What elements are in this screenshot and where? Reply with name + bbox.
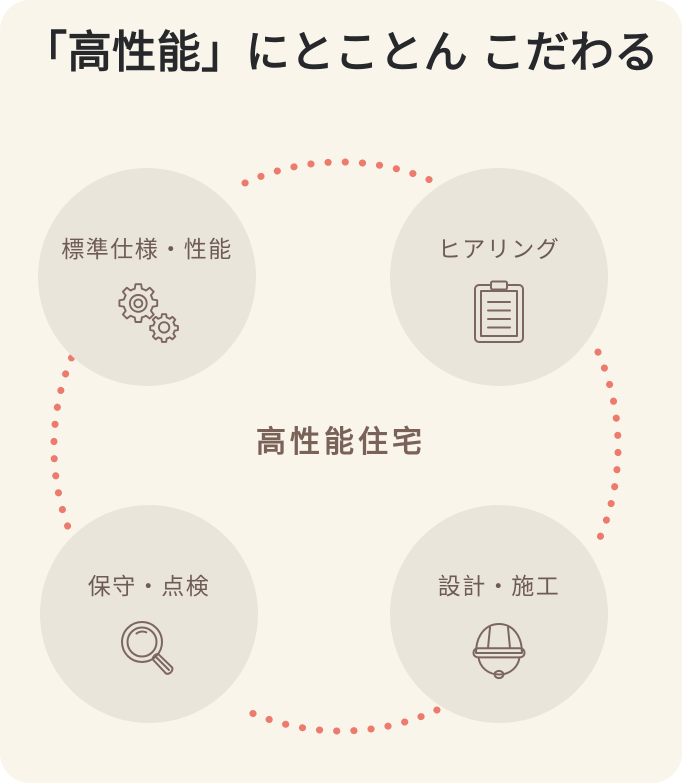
magnifying-glass-icon: [113, 617, 185, 681]
arc-top: [241, 158, 441, 187]
node-standard-spec[interactable]: 標準仕様・性能: [38, 168, 256, 386]
helmet-icon: [463, 617, 535, 681]
page-title: 「高性能」にとことん こだわる: [23, 28, 659, 77]
node-label-standard-spec: 標準仕様・性能: [61, 236, 233, 262]
diagram-center-label: 高性能住宅: [256, 426, 426, 459]
node-label-maintenance: 保守・点検: [87, 573, 211, 599]
gears-icon: [111, 280, 183, 344]
node-label-design-build: 設計・施工: [437, 573, 561, 599]
cycle-diagram: 標準仕様・性能 ヒアリング: [0, 130, 682, 770]
node-maintenance[interactable]: 保守・点検: [40, 505, 258, 723]
node-design-build[interactable]: 設計・施工: [390, 505, 608, 723]
node-hearing[interactable]: ヒアリング: [390, 168, 608, 386]
node-label-hearing: ヒアリング: [437, 236, 561, 262]
arc-bottom: [241, 706, 441, 735]
clipboard-icon: [463, 280, 535, 344]
